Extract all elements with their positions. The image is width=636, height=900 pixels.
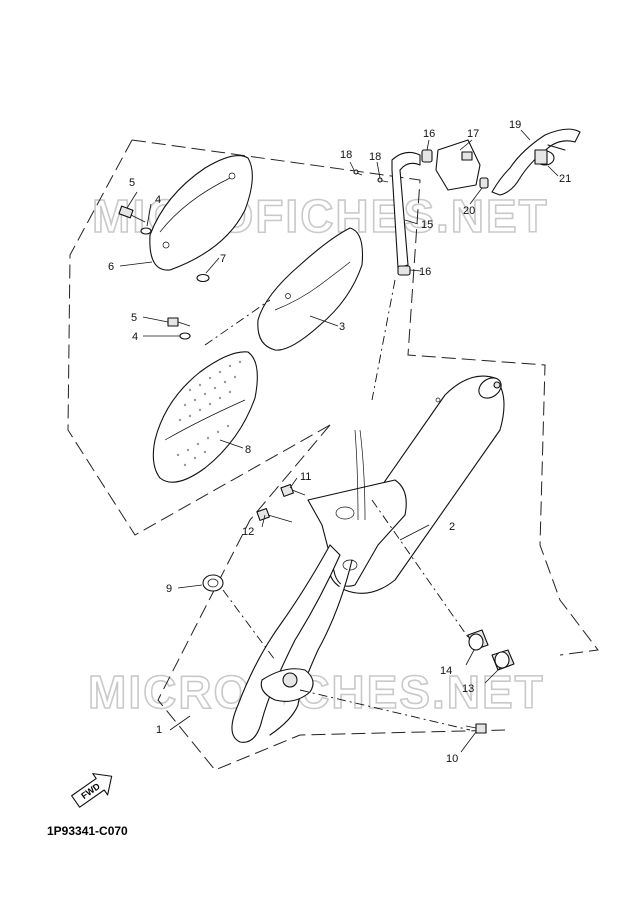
callout-6: 6 [108,261,114,273]
callout-18-b: 18 [369,151,381,163]
forward-arrow: FWD [71,773,113,808]
callout-10: 10 [446,753,458,765]
protector-8 [152,351,258,483]
assembly-group-outline [67,139,599,656]
callout-4-top: 4 [155,194,161,206]
clip-16-top [421,149,433,163]
bolt-11 [280,483,306,497]
collar-13 [491,649,515,671]
exhaust-pipe-1 [231,429,366,743]
washer-4-mid [179,332,191,340]
callout-4-mid: 4 [132,331,138,343]
bolt-12 [256,507,293,523]
washer-4-top [140,227,152,235]
callout-8: 8 [245,444,251,456]
assembly-line-a [204,299,271,346]
callout-11: 11 [300,471,311,483]
callout-13: 13 [462,683,474,695]
assembly-line-b [371,279,396,401]
gasket-9 [202,574,224,592]
callout-20: 20 [463,205,475,217]
screw-18-b [377,177,389,183]
washer-7 [196,273,210,283]
callout-2: 2 [449,521,455,533]
protector-6 [149,155,253,271]
joint-21 [534,149,555,166]
callout-9: 9 [166,583,172,595]
assembly-line-d [222,589,276,661]
callout-1: 1 [156,724,162,736]
callout-16-bottom: 16 [419,266,431,278]
assembly-group-outline-lower [157,424,506,771]
callout-19: 19 [509,119,521,131]
clip-16-bottom [397,265,411,276]
protector-3 [257,227,364,351]
pipe-19 [491,128,581,196]
callout-18-a: 18 [340,149,352,161]
callout-16-top: 16 [423,128,435,140]
callout-17: 17 [467,128,479,140]
watermark-bottom: MICROFICHES.NET [88,666,545,718]
callout-7: 7 [220,253,226,265]
gasket-9-hole [207,578,219,588]
screw-18-a [353,169,363,176]
callout-12: 12 [242,526,254,538]
reed-valve-17 [435,139,489,191]
bolt-5-top [118,205,146,223]
hose-15 [391,151,421,269]
bolt-5-mid [167,317,191,327]
callout-21: 21 [559,173,571,185]
callout-5-mid: 5 [131,312,137,324]
part-code: 1P93341-C070 [47,824,128,838]
callout-5-top: 5 [129,177,135,189]
bolt-10 [465,723,487,734]
callout-15: 15 [421,219,433,231]
callout-3: 3 [339,321,345,333]
callout-14: 14 [440,665,452,677]
damper-14 [467,629,489,651]
leader-lines [119,129,559,753]
